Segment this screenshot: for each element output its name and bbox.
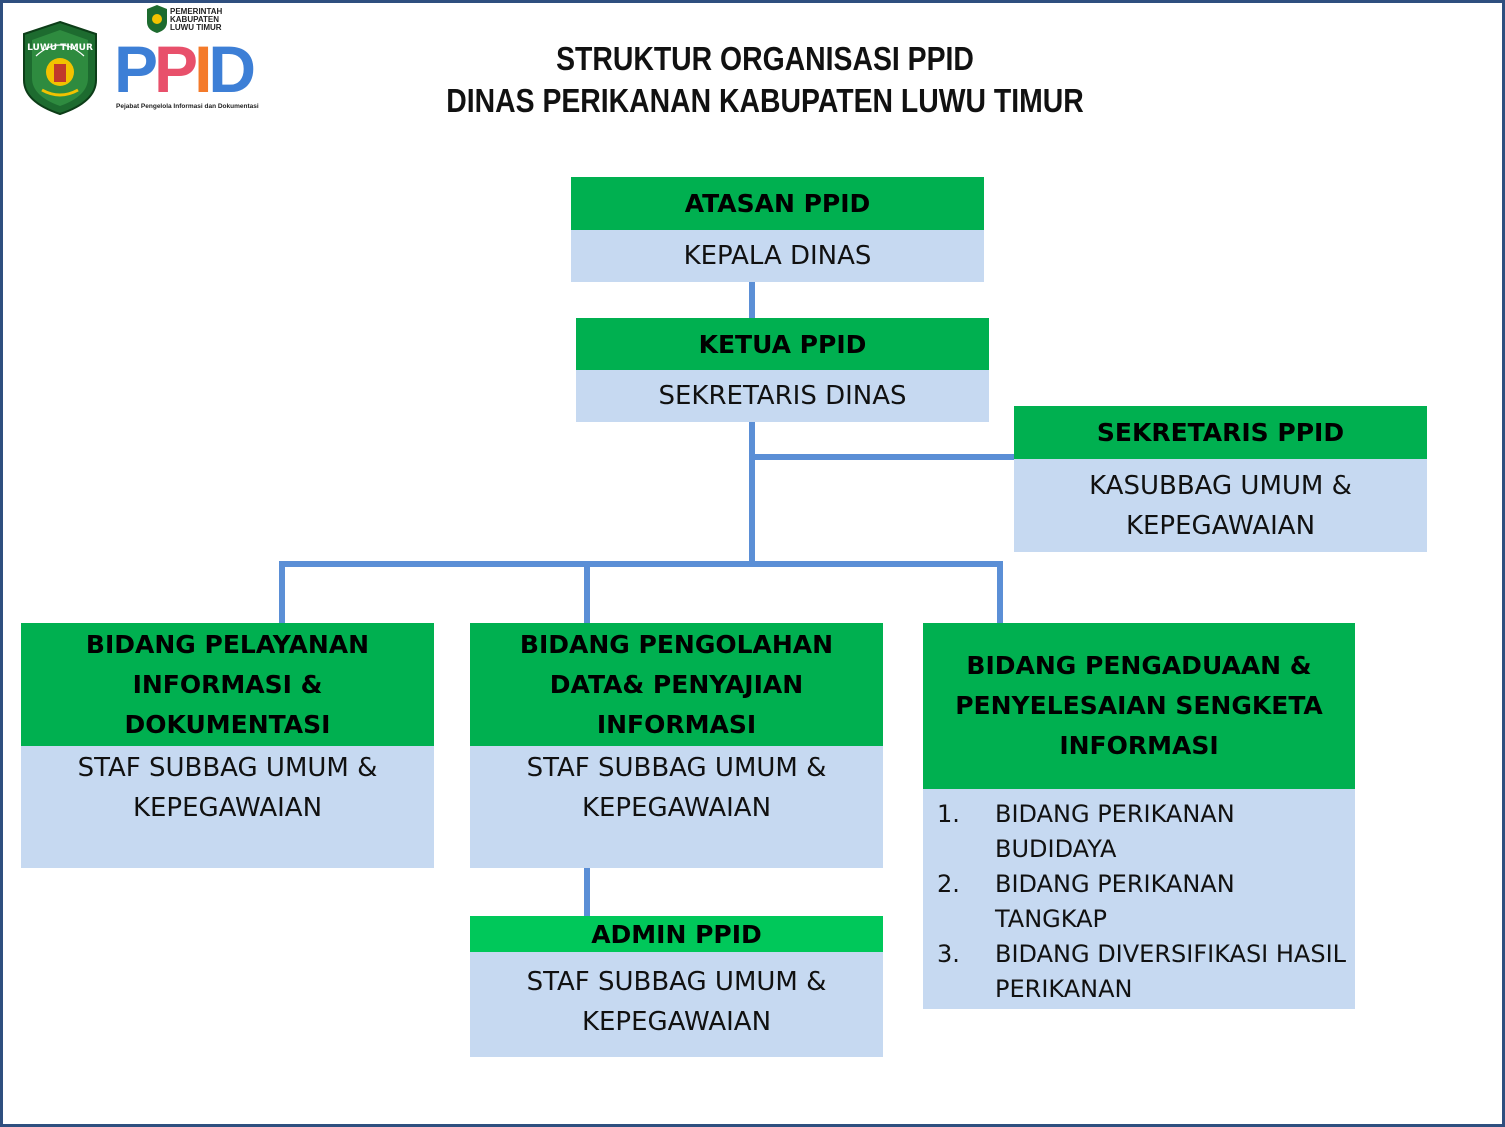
node-sekretaris-role: SEKRETARIS PPID bbox=[1014, 406, 1427, 459]
node-ketua-role: KETUA PPID bbox=[576, 318, 989, 370]
small-seal-icon bbox=[147, 5, 167, 33]
connector-pengolahan-drop bbox=[584, 561, 590, 623]
node-pelayanan-holder: STAF SUBBAG UMUM & KEPEGAWAIAN bbox=[21, 746, 434, 868]
ppid-logo: PEMERINTAH KABUPATEN LUWU TIMUR PPID Pej… bbox=[112, 4, 262, 116]
ppid-wordmark: PPID bbox=[114, 32, 256, 106]
node-bidang-pengolahan: BIDANG PENGOLAHAN DATA& PENYAJIAN INFORM… bbox=[470, 623, 883, 868]
node-pelayanan-role: BIDANG PELAYANAN INFORMASI & DOKUMENTASI bbox=[21, 623, 434, 746]
connector-pengolahan-admin bbox=[584, 868, 590, 916]
title-line-2: DINAS PERIKANAN KABUPATEN LUWU TIMUR bbox=[446, 82, 1084, 119]
node-admin-ppid: ADMIN PPID STAF SUBBAG UMUM & KEPEGAWAIA… bbox=[470, 916, 883, 1057]
node-atasan-role: ATASAN PPID bbox=[571, 177, 984, 230]
node-atasan-holder: KEPALA DINAS bbox=[571, 230, 984, 282]
node-sekretaris-ppid: SEKRETARIS PPID KASUBBAG UMUM & KEPEGAWA… bbox=[1014, 406, 1427, 552]
node-ketua-ppid: KETUA PPID SEKRETARIS DINAS bbox=[576, 318, 989, 422]
node-atasan-ppid: ATASAN PPID KEPALA DINAS bbox=[571, 177, 984, 282]
node-admin-role: ADMIN PPID bbox=[470, 916, 883, 952]
node-bidang-pelayanan: BIDANG PELAYANAN INFORMASI & DOKUMENTASI… bbox=[21, 623, 434, 868]
ppid-pemkab-text: PEMERINTAH KABUPATEN LUWU TIMUR bbox=[170, 7, 223, 32]
node-pengolahan-role: BIDANG PENGOLAHAN DATA& PENYAJIAN INFORM… bbox=[470, 623, 883, 746]
connector-atasan-ketua bbox=[749, 282, 755, 318]
node-pengaduan-role: BIDANG PENGADUAAN & PENYELESAIAN SENGKET… bbox=[923, 623, 1355, 789]
seal-text: LUWU TIMUR bbox=[27, 43, 93, 53]
connector-pelayanan-drop bbox=[279, 561, 285, 623]
connector-pengaduan-drop bbox=[997, 561, 1003, 623]
connector-ketua-trunk bbox=[749, 422, 755, 564]
node-sekretaris-holder: KASUBBAG UMUM & KEPEGAWAIAN bbox=[1014, 459, 1427, 552]
title-line-1: STRUKTUR ORGANISASI PPID bbox=[556, 40, 974, 77]
page-title: STRUKTUR ORGANISASI PPID DINAS PERIKANAN… bbox=[365, 38, 1165, 122]
node-pengolahan-holder: STAF SUBBAG UMUM & KEPEGAWAIAN bbox=[470, 746, 883, 868]
connector-horizontal-bus bbox=[279, 561, 1003, 567]
node-admin-holder: STAF SUBBAG UMUM & KEPEGAWAIAN bbox=[470, 952, 883, 1057]
connector-sekretaris-branch bbox=[752, 454, 1014, 460]
node-bidang-pengaduan: BIDANG PENGADUAAN & PENYELESAIAN SENGKET… bbox=[923, 623, 1355, 1009]
node-ketua-holder: SEKRETARIS DINAS bbox=[576, 370, 989, 422]
ppid-subtitle: Pejabat Pengelola Informasi dan Dokument… bbox=[116, 103, 259, 110]
luwu-timur-seal-logo: LUWU TIMUR bbox=[23, 20, 97, 116]
